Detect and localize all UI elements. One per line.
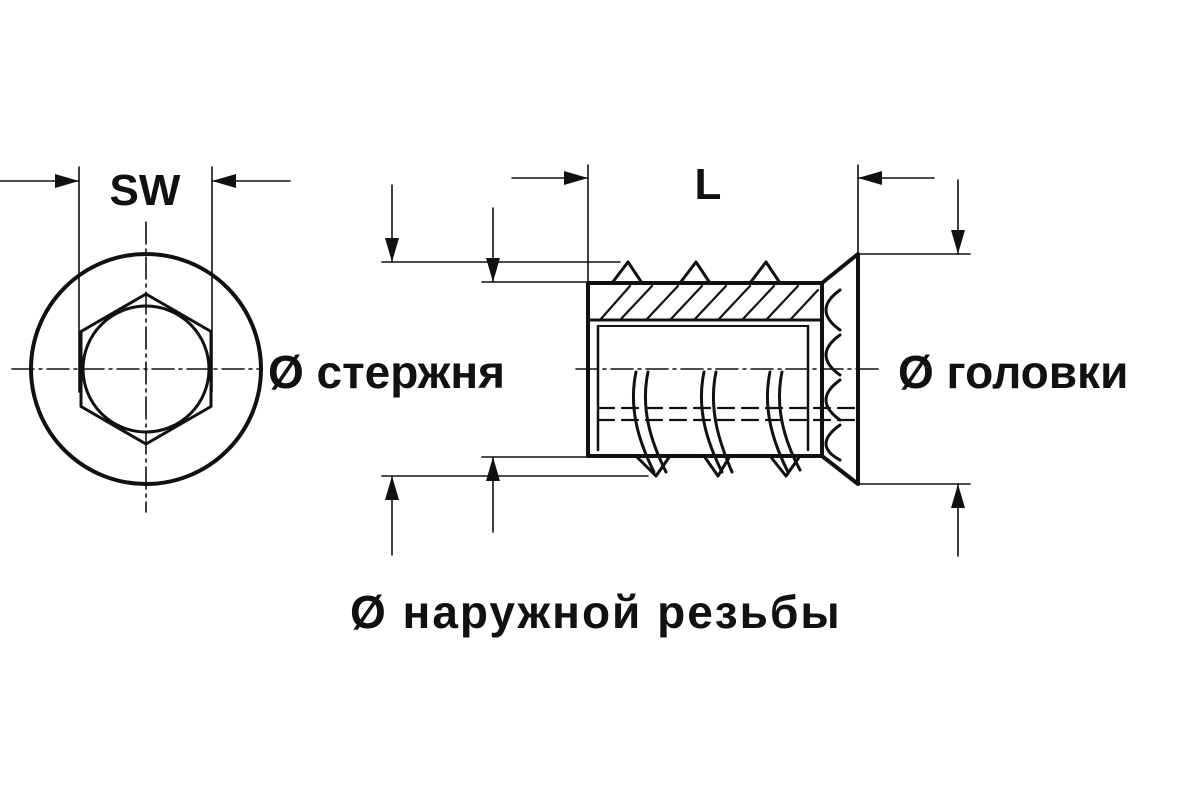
shank-diameter-label: Ø стержня	[268, 346, 505, 398]
side-view: L	[381, 160, 971, 557]
end-view: SW	[0, 166, 291, 513]
thread-diameter-label: Ø наружной резьбы	[350, 586, 842, 638]
l-label: L	[695, 160, 722, 209]
head-diameter-label: Ø головки	[898, 346, 1128, 398]
thread-crests-top	[610, 260, 782, 285]
sw-label: SW	[110, 166, 181, 215]
head-socket-arcs	[824, 288, 842, 462]
thread-hatching	[598, 284, 820, 322]
thread-flights	[632, 370, 802, 474]
